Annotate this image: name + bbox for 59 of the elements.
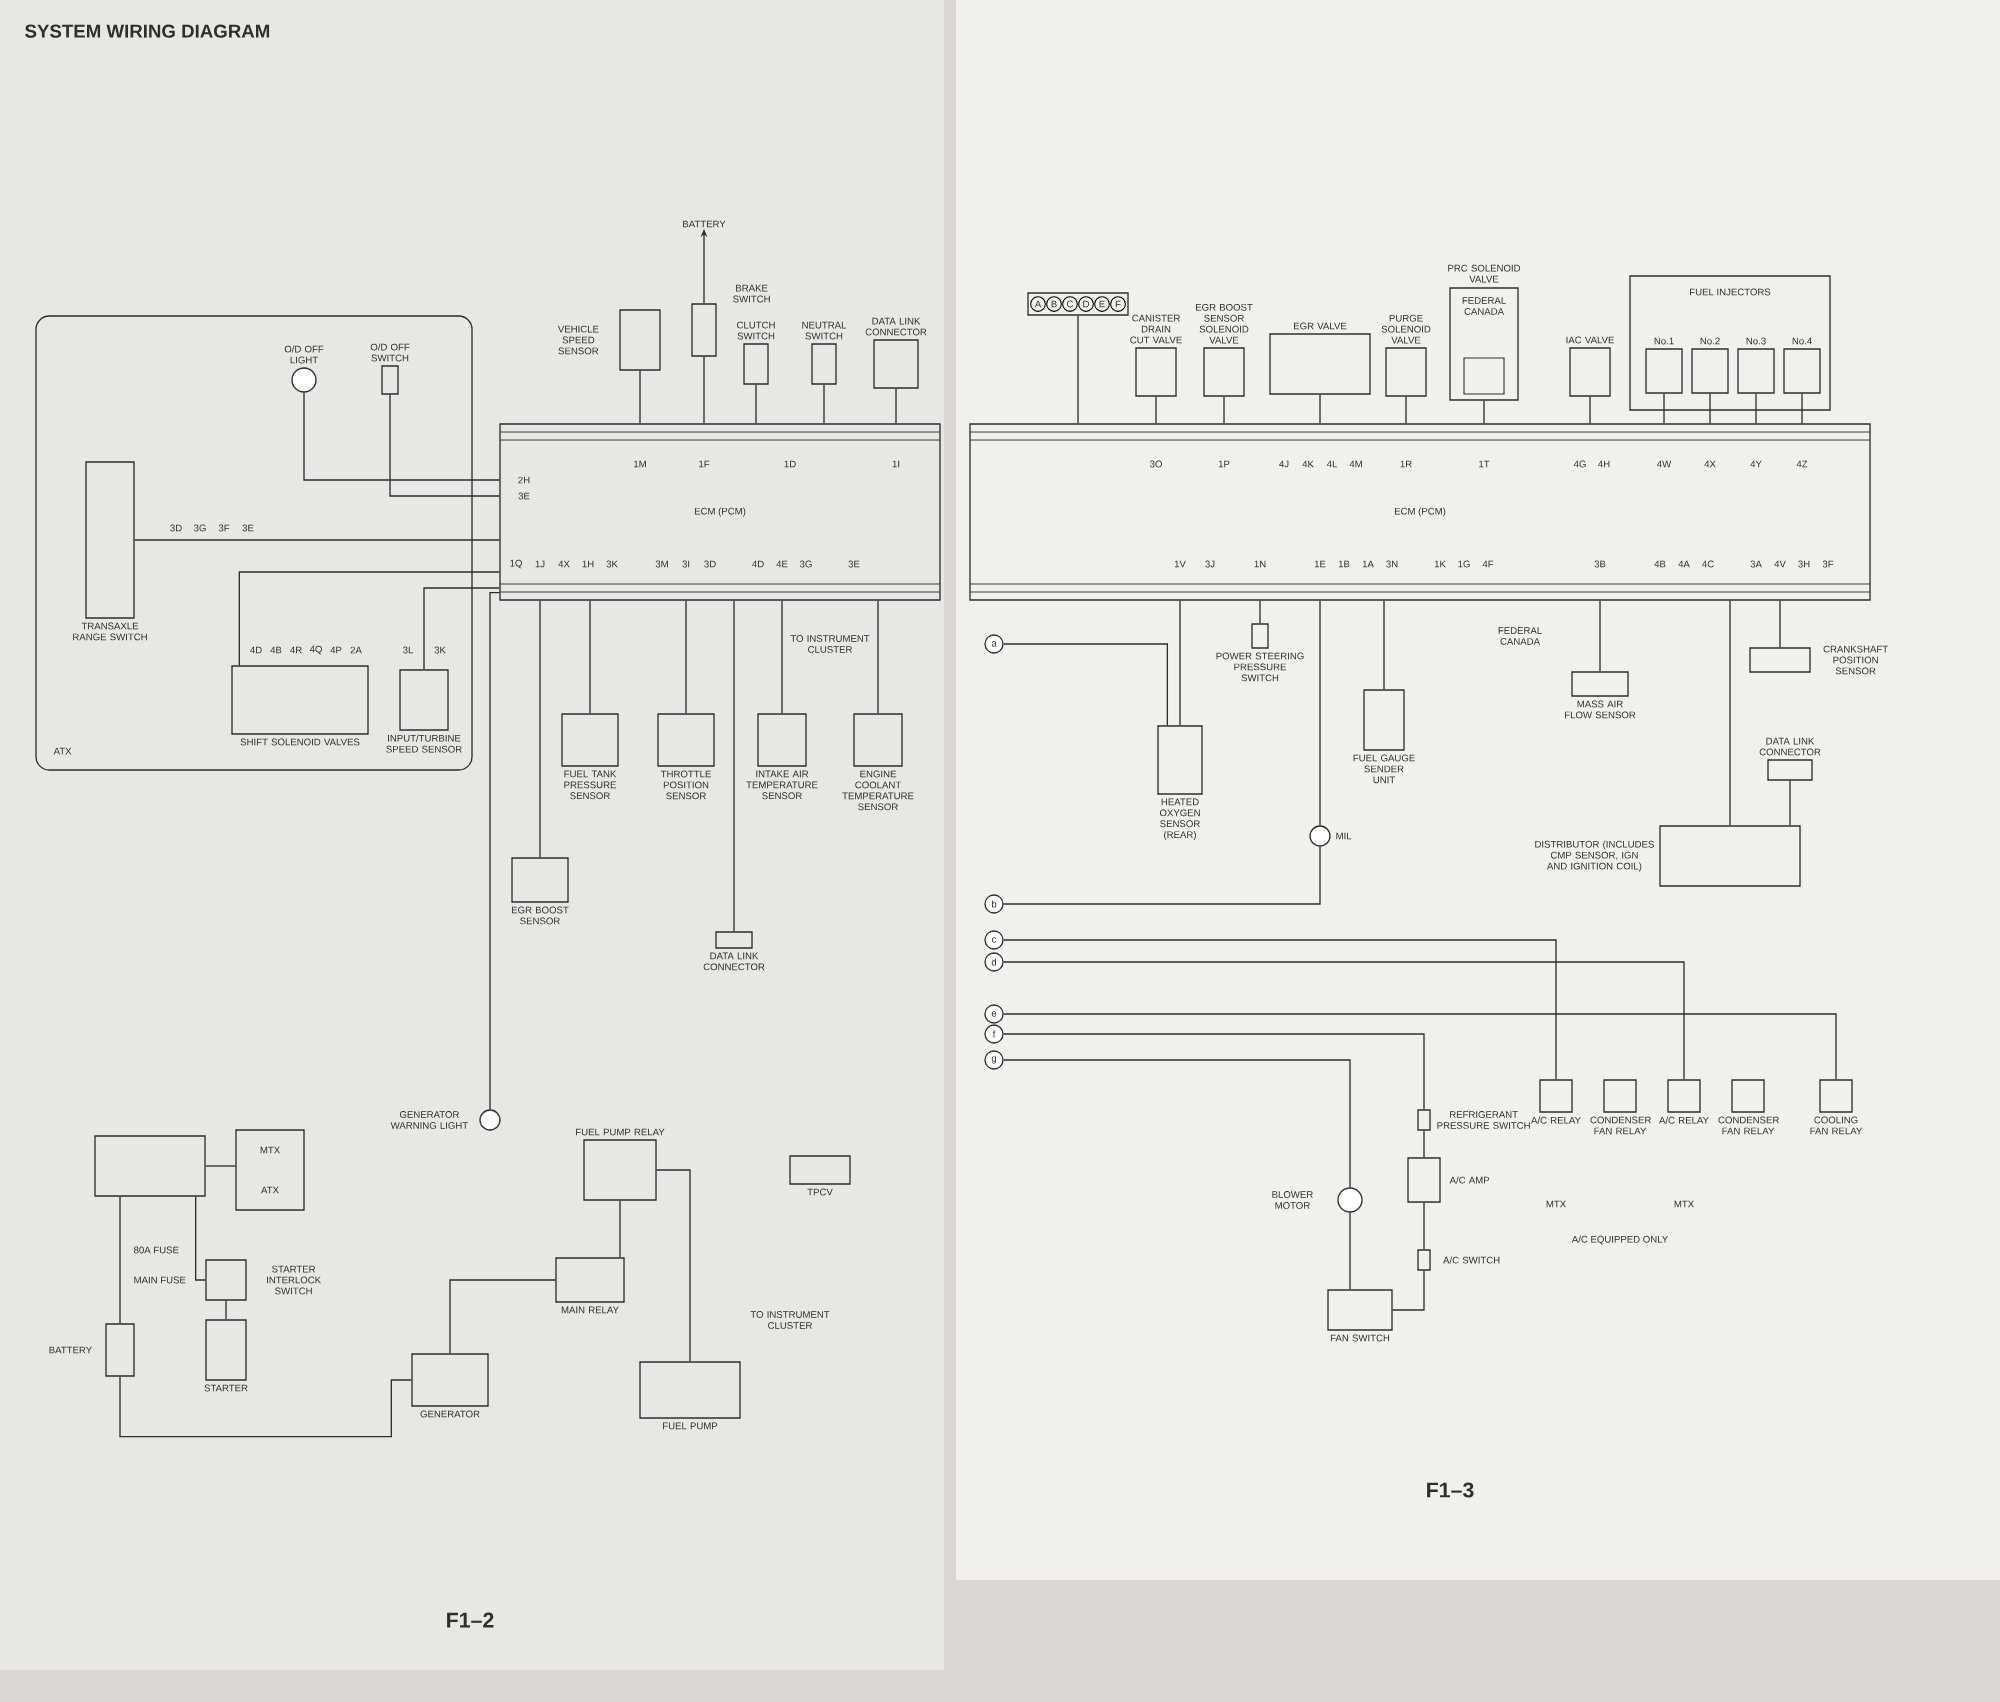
wire <box>423 587 500 670</box>
wire <box>539 600 541 858</box>
page-number: F1–2 <box>447 1612 494 1628</box>
wire <box>1003 939 1557 1080</box>
wire <box>1755 393 1757 424</box>
wire <box>639 370 641 424</box>
wire <box>119 1196 121 1324</box>
wire <box>119 1376 412 1438</box>
page-number: F1–3 <box>1427 1482 1474 1498</box>
wire <box>1392 1270 1425 1311</box>
wire <box>1599 600 1601 672</box>
wire <box>619 1200 621 1259</box>
wire <box>781 600 783 714</box>
wire <box>877 600 879 714</box>
wire <box>1589 396 1591 424</box>
wire <box>1779 600 1781 648</box>
wire <box>134 539 500 541</box>
wire <box>1259 600 1261 624</box>
wire <box>1223 396 1225 424</box>
wire <box>1003 1013 1837 1080</box>
wire <box>238 571 500 666</box>
wire <box>703 356 705 424</box>
wire <box>303 392 500 481</box>
wire <box>1405 396 1407 424</box>
wire <box>1155 396 1157 424</box>
wire <box>1423 1202 1425 1250</box>
wire <box>1003 643 1168 726</box>
wire <box>225 1300 227 1320</box>
wire <box>205 1165 236 1167</box>
wire <box>1729 600 1731 826</box>
switch-table <box>94 1135 206 1197</box>
wire <box>1801 393 1803 424</box>
wire <box>449 1279 556 1354</box>
wire <box>389 394 500 497</box>
wire <box>1423 1130 1425 1158</box>
wire <box>1789 780 1791 826</box>
page-heading: SYSTEM WIRING DIAGRAM <box>25 24 270 38</box>
wire <box>195 1196 206 1281</box>
wire <box>1077 315 1079 424</box>
wire <box>1179 600 1181 726</box>
wire <box>589 600 591 714</box>
wire <box>1003 961 1685 1080</box>
wire <box>733 600 735 932</box>
wire <box>1003 1059 1351 1188</box>
wire <box>656 1169 691 1362</box>
wire <box>1663 393 1665 424</box>
wire <box>1003 1033 1425 1111</box>
wire <box>1709 393 1711 424</box>
wire <box>1003 846 1321 905</box>
wire <box>1483 400 1485 424</box>
wire <box>1319 600 1321 826</box>
wire <box>895 388 897 424</box>
wire <box>1319 394 1321 424</box>
wire <box>685 600 687 714</box>
wire <box>489 592 500 1111</box>
wire <box>1383 600 1385 690</box>
wire <box>1349 1212 1351 1290</box>
wire <box>755 384 757 424</box>
wire <box>823 384 825 424</box>
